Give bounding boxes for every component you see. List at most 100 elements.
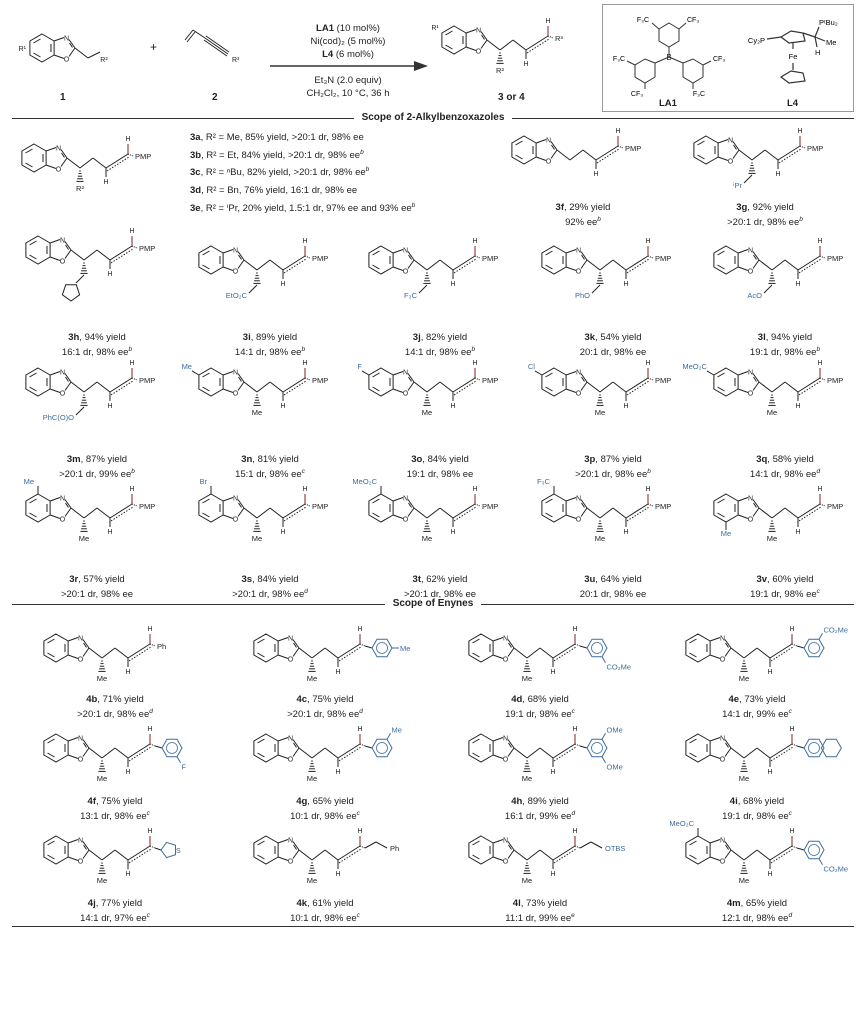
compound-id: 4g (296, 796, 308, 807)
selectivity-line: >20:1 dr, 98% eed (185, 586, 355, 601)
oxygen-atom: O (60, 259, 66, 266)
compound-3s-caption: 3s, 84% yield>20:1 dr, 98% eed (185, 574, 355, 601)
compound-id: 4m (726, 898, 741, 909)
oxygen-atom: O (60, 391, 66, 398)
selectivity: 14:1 dr, 98% ee (404, 347, 472, 359)
aryl-substituent: OMe (607, 725, 623, 734)
oxygen-atom: O (78, 657, 84, 664)
nitrogen-atom: N (403, 370, 408, 377)
h-label: H (523, 61, 528, 68)
r2-substituent: Me (252, 534, 262, 543)
h-label: H (623, 281, 628, 288)
selectivity-line: 20:1 dr, 98% ee (528, 344, 698, 359)
yield: , 89% yield (522, 796, 569, 807)
aryl-ring (161, 738, 183, 758)
footnote-mark: c (146, 912, 150, 919)
plus-sign: + (150, 40, 158, 54)
terminal-group: PMP (482, 376, 498, 385)
h-label: H (615, 128, 620, 135)
yield: , 81% yield (252, 454, 299, 465)
terminal-group: PMP (139, 502, 155, 511)
yield-line: 4g, 65% yield (240, 796, 410, 808)
bottom-divider (12, 926, 854, 927)
selectivity-line: 19:1 dr, 98% eeb (700, 344, 866, 359)
oxygen-atom: O (60, 517, 66, 524)
oxygen-atom: O (728, 159, 734, 166)
footnote-mark: c (788, 708, 792, 715)
h-label: H (472, 486, 477, 493)
yield-line: 3t, 62% yield (355, 574, 525, 586)
yield-line: 4d, 68% yield (455, 694, 625, 706)
reactant-2-enyne-structure: R³ (184, 29, 240, 64)
h-label: H (775, 171, 780, 178)
yield: , 94% yield (765, 332, 813, 343)
cf3-label: CF₃ (631, 91, 643, 97)
aryl-ring (803, 738, 825, 758)
nitrogen-atom: N (233, 370, 238, 377)
r2-substituent: AcO (747, 291, 762, 300)
yield-line: 3s, 84% yield (185, 574, 355, 586)
selectivity: 14:1 dr, 98% ee (234, 347, 302, 359)
nitrogen-atom: N (64, 36, 69, 43)
r2-substituent: Me (422, 534, 432, 543)
oxygen-atom: O (233, 391, 239, 398)
yield-line: 3n, 81% yield (185, 454, 355, 466)
compound-id: 3f (555, 202, 564, 213)
selectivity: >20:1 dr, 98% ee (727, 217, 800, 229)
yield: , 82% yield (420, 332, 468, 343)
selectivity: >20:1 dr, 98% ee (60, 589, 134, 601)
aryl-ring (586, 638, 608, 658)
aryl-substituent: CO₂Me (824, 625, 849, 634)
footnote-mark: c (356, 810, 360, 817)
h-label: H (280, 403, 285, 410)
selectivity: 19:1 dr, 98% ee (505, 709, 572, 721)
terminal-group: PMP (625, 144, 641, 153)
conditions-above-arrow: LA1 (10 mol%) Ni(cod)₂ (5 mol%) L4 (6 mo… (268, 22, 428, 61)
selectivity: 16:1 dr, 99% ee (504, 811, 572, 823)
footnote-mark: c (788, 810, 792, 817)
h-label: H (125, 136, 130, 143)
r3-label: R³ (232, 57, 240, 64)
selectivity: 20:1 dr, 98% ee (579, 589, 647, 601)
terminal-group: R³ (555, 34, 563, 43)
h-label: H (125, 871, 130, 878)
h-label: H (280, 281, 285, 288)
nitrogen-atom: N (720, 636, 725, 643)
h-label: H (767, 669, 772, 676)
h-label: H (450, 529, 455, 536)
selectivity: 10:1 dr, 98% ee (290, 913, 357, 925)
h-label: H (129, 228, 134, 235)
aryl-ring (371, 738, 393, 758)
selectivity-line: 15:1 dr, 98% eec (185, 466, 355, 481)
yield-line: 3r, 57% yield (12, 574, 182, 586)
compound-id: 3m (66, 454, 81, 465)
selectivity: 16:1 dr, 98% ee (61, 347, 129, 359)
nitrogen-atom: N (78, 838, 83, 845)
selectivity: 19:1 dr, 98% ee (722, 811, 789, 823)
nitrogen-atom: N (60, 496, 65, 503)
compound-3b-entry: 3b, R² = Et, 84% yield, >20:1 dr, 98% ee… (190, 148, 364, 161)
selectivity: 19:1 dr, 98% ee (750, 589, 817, 601)
terminal-group: PMP (139, 376, 155, 385)
selectivity-line: 19:1 dr, 98% eec (672, 808, 842, 823)
terminal-group: PMP (312, 376, 328, 385)
yield: , 94% yield (79, 332, 126, 343)
ring-substituent: MeO₂C (669, 819, 694, 828)
r2-substituent: Me (97, 876, 107, 885)
compound-id: 4h (511, 796, 523, 807)
terminal-group: OTBS (605, 844, 625, 853)
h-label: H (789, 626, 794, 633)
yield: , 54% yield (595, 332, 642, 343)
nitrogen-atom: N (728, 138, 733, 145)
selectivity-line: 19:1 dr, 98% eec (700, 586, 866, 601)
product-label: 3 or 4 (498, 92, 525, 103)
yield: , 87% yield (595, 454, 642, 465)
yield-line: 4b, 71% yield (30, 694, 200, 706)
